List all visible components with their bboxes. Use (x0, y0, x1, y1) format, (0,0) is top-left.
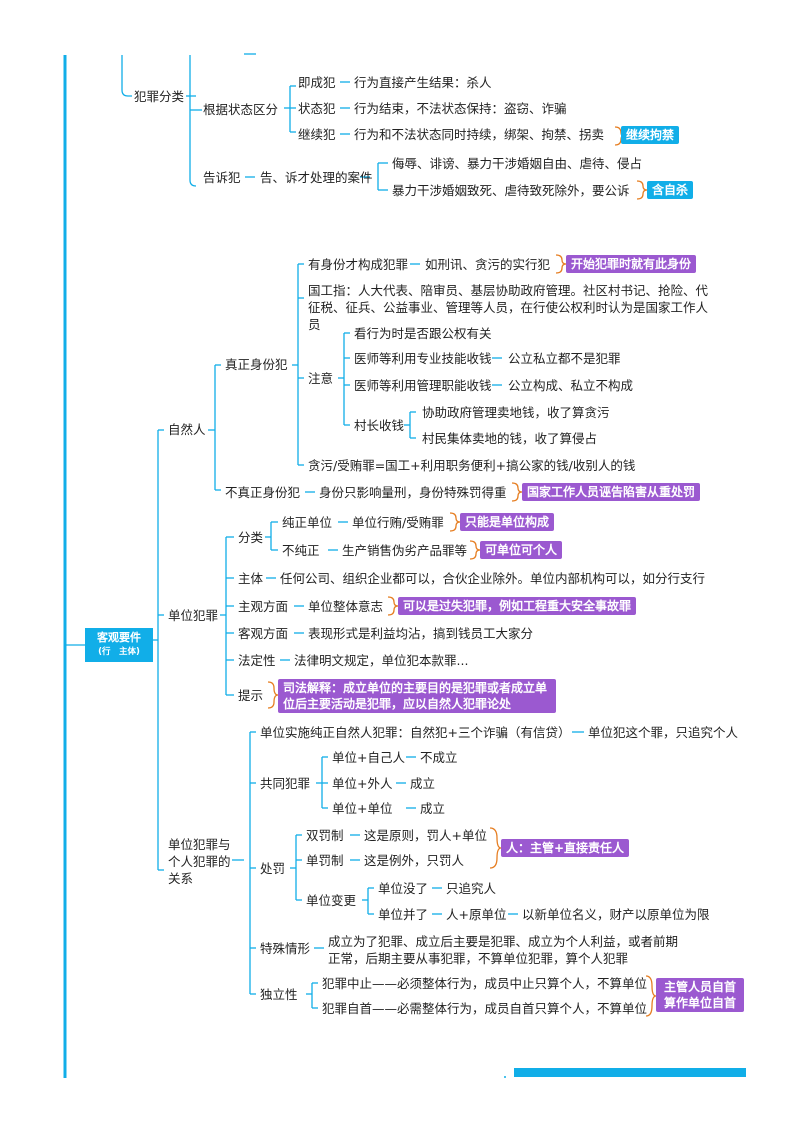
objective-desc: 表现形式是利益均沾，搞到钱员工大家分 (308, 626, 534, 641)
complaint-node[interactable]: 告诉犯 (203, 170, 241, 185)
relation-node[interactable]: 单位犯罪与个人犯罪的关系 (168, 837, 231, 886)
root-title: 客观要件 (97, 631, 141, 644)
joint-1[interactable]: 单位+自己人 (332, 750, 405, 765)
subject-node[interactable]: 主体 (238, 571, 264, 586)
unit-crime-node[interactable]: 单位犯罪 (168, 608, 219, 623)
independence-2: 犯罪自首——必需整体行为，成员自首只算个人，不算单位 (322, 1001, 648, 1016)
complaint-item-2: 暴力干涉婚姻致死、虐待致死除外，要公诉 (392, 183, 630, 198)
punish-tag: 人：主管+直接责任人 (501, 839, 630, 857)
continuing-desc: 行为和不法状态同时持续，绑架、拘禁、拐卖 (354, 127, 605, 142)
has-status-node[interactable]: 有身份才构成犯罪 (308, 257, 409, 272)
subject-desc: 任何公司、组织企业都可以，合伙企业除外。单位内部机构可以，如分行支行 (280, 571, 706, 586)
root-node[interactable]: 客观要件 (行 主体) (85, 628, 153, 662)
untrue-status-node[interactable]: 不真正身份犯 (225, 485, 301, 500)
independence-tag: 主管人员自首算作单位自首 (656, 978, 744, 1012)
impure-desc: 生产销售伪劣产品罪等 (342, 543, 468, 558)
subjective-tag: 可以是过失犯罪，例如工程重大安全事故罪 (398, 597, 637, 615)
village-node[interactable]: 村长收钱 (354, 418, 405, 433)
root-subtitle: (行 主体) (98, 647, 140, 657)
joint-3-desc: 成立 (420, 801, 446, 816)
objective-node[interactable]: 客观方面 (238, 626, 289, 641)
legality-desc: 法律明文规定，单位犯本款罪... (294, 653, 469, 668)
note-item-2: 医师等利用专业技能收钱 (354, 351, 492, 366)
by-state-node[interactable]: 根据状态区分 (203, 102, 279, 117)
joint-1-desc: 不成立 (420, 750, 458, 765)
subjective-node[interactable]: 主观方面 (238, 599, 289, 614)
note-item-2-desc: 公立私立都不是犯罪 (508, 351, 621, 366)
special-desc: 成立为了犯罪、成立后主要是犯罪、成立为个人利益，或者前期正常，后期主要从事犯罪，… (328, 934, 679, 966)
complaint-item-1: 侮辱、诽谤、暴力干涉婚姻自由、虐待、侵占 (392, 156, 643, 171)
pure-impl-desc: 单位犯这个罪，只追究个人 (588, 725, 739, 740)
village-item-1: 协助政府管理卖地钱，收了算贪污 (422, 405, 610, 420)
has-status-desc: 如刑讯、贪污的实行犯 (425, 257, 551, 272)
pure-unit-tag: 只能是单位构成 (460, 513, 555, 531)
true-status-node[interactable]: 真正身份犯 (225, 357, 288, 372)
hint-tag: 司法解释：成立单位的主要目的是犯罪或者成立单位后主要活动是犯罪，应以自然人犯罪论… (278, 679, 556, 713)
punish-node[interactable]: 处罚 (260, 861, 286, 876)
joint-2-desc: 成立 (410, 776, 436, 791)
merged-node[interactable]: 单位并了 (378, 907, 429, 922)
single-node[interactable]: 单罚制 (306, 853, 344, 868)
complaint-tag: 含自杀 (647, 181, 694, 199)
legality-node[interactable]: 法定性 (238, 653, 276, 668)
state-worker-note: 国工指：人大代表、陪审员、基层协助政府管理。社区村书记、抢险、代征税、征兵、公益… (308, 283, 709, 332)
pure-unit-node[interactable]: 纯正单位 (282, 515, 333, 530)
village-item-2: 村民集体卖地的钱，收了算侵占 (422, 431, 598, 446)
joint-node[interactable]: 共同犯罪 (260, 776, 311, 791)
untrue-status-tag: 国家工作人员诬告陷害从重处罚 (522, 483, 701, 501)
formula-node: 贪污/受贿罪=国工+利用职务便利+搞公家的钱/收别人的钱 (308, 458, 636, 473)
special-node[interactable]: 特殊情形 (260, 941, 311, 956)
state-desc: 行为结束，不法状态保持：盗窃、诈骗 (354, 101, 567, 116)
note-item-1: 看行为时是否跟公权有关 (354, 326, 492, 341)
crime-class-node[interactable]: 犯罪分类 (134, 89, 185, 104)
note-item-3-desc: 公立构成、私立不构成 (508, 378, 634, 393)
impure-tag: 可单位可个人 (480, 541, 563, 559)
independence-1: 犯罪中止——必须整体行为，成员中止只算个人，不算单位 (322, 976, 648, 991)
impure-node[interactable]: 不纯正 (282, 543, 320, 558)
note-item-3: 医师等利用管理职能收钱 (354, 378, 492, 393)
merged-mid: 人+原单位 (446, 907, 507, 922)
gone-desc: 只追究人 (446, 881, 497, 896)
hint-node[interactable]: 提示 (238, 688, 264, 703)
complaint-desc: 告、诉才处理的案件 (260, 170, 373, 185)
natural-person-node[interactable]: 自然人 (168, 422, 206, 437)
joint-3[interactable]: 单位+单位 (332, 801, 393, 816)
has-status-tag: 开始犯罪时就有此身份 (566, 255, 697, 273)
pure-impl-node[interactable]: 单位实施纯正自然人犯罪：自然犯+三个诈骗（有信贷） (260, 725, 571, 740)
dual-desc: 这是原则，罚人+单位 (364, 828, 487, 843)
state-node[interactable]: 状态犯 (298, 101, 336, 116)
immediate-node[interactable]: 即成犯 (298, 75, 336, 90)
continuing-tag: 继续拘禁 (621, 126, 680, 144)
independence-node[interactable]: 独立性 (260, 987, 298, 1002)
classify-node[interactable]: 分类 (238, 530, 264, 545)
single-desc: 这是例外，只罚人 (364, 853, 465, 868)
gone-node[interactable]: 单位没了 (378, 881, 429, 896)
continuing-node[interactable]: 继续犯 (298, 127, 336, 142)
note-node[interactable]: 注意 (308, 371, 334, 386)
subjective-desc: 单位整体意志 (308, 599, 384, 614)
change-node[interactable]: 单位变更 (306, 893, 357, 908)
immediate-desc: 行为直接产生结果：杀人 (354, 75, 492, 90)
pure-unit-desc: 单位行贿/受贿罪 (352, 515, 444, 530)
joint-2[interactable]: 单位+外人 (332, 776, 393, 791)
merged-desc: 以新单位名义，财产以原单位为限 (522, 907, 710, 922)
untrue-status-desc: 身份只影响量刑，身份特殊罚得重 (319, 485, 507, 500)
dual-node[interactable]: 双罚制 (306, 828, 344, 843)
